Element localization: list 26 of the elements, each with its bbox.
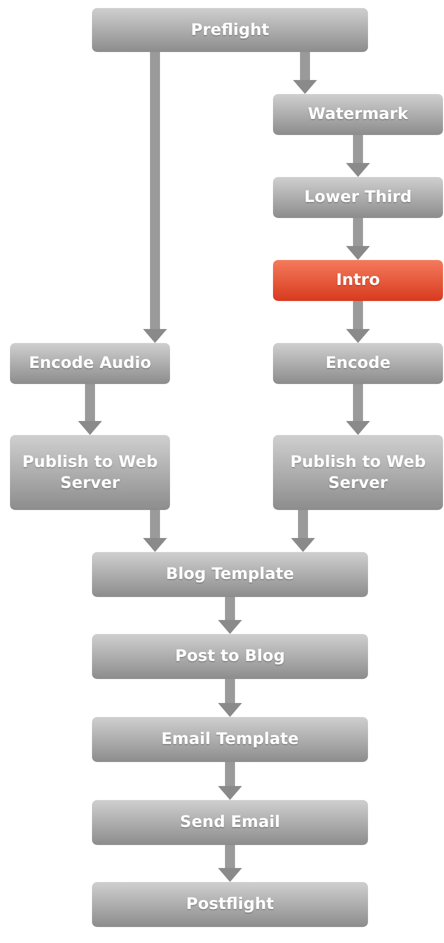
process-box: Post to Blog	[92, 634, 368, 679]
process-box: Encode Audio	[10, 343, 170, 384]
process-box: Send Email	[92, 800, 368, 845]
arrow	[291, 510, 315, 552]
process-box: Preflight	[92, 8, 368, 52]
process-box: Publish to Web Server	[273, 435, 443, 510]
arrow	[218, 762, 242, 800]
arrow	[346, 384, 370, 435]
process-box: Lower Third	[273, 177, 443, 218]
process-box: Email Template	[92, 717, 368, 762]
arrow	[346, 218, 370, 260]
process-box: Postflight	[92, 882, 368, 927]
arrow	[346, 135, 370, 177]
arrow	[293, 52, 317, 94]
arrow	[78, 384, 102, 435]
arrow	[218, 597, 242, 634]
arrow	[143, 510, 167, 552]
arrow	[218, 845, 242, 882]
process-box: Intro	[273, 260, 443, 301]
process-box: Blog Template	[92, 552, 368, 597]
process-box: Publish to Web Server	[10, 435, 170, 510]
arrow	[218, 679, 242, 717]
process-box: Encode	[273, 343, 443, 384]
process-box: Watermark	[273, 94, 443, 135]
arrow	[143, 52, 167, 343]
arrow	[346, 301, 370, 343]
